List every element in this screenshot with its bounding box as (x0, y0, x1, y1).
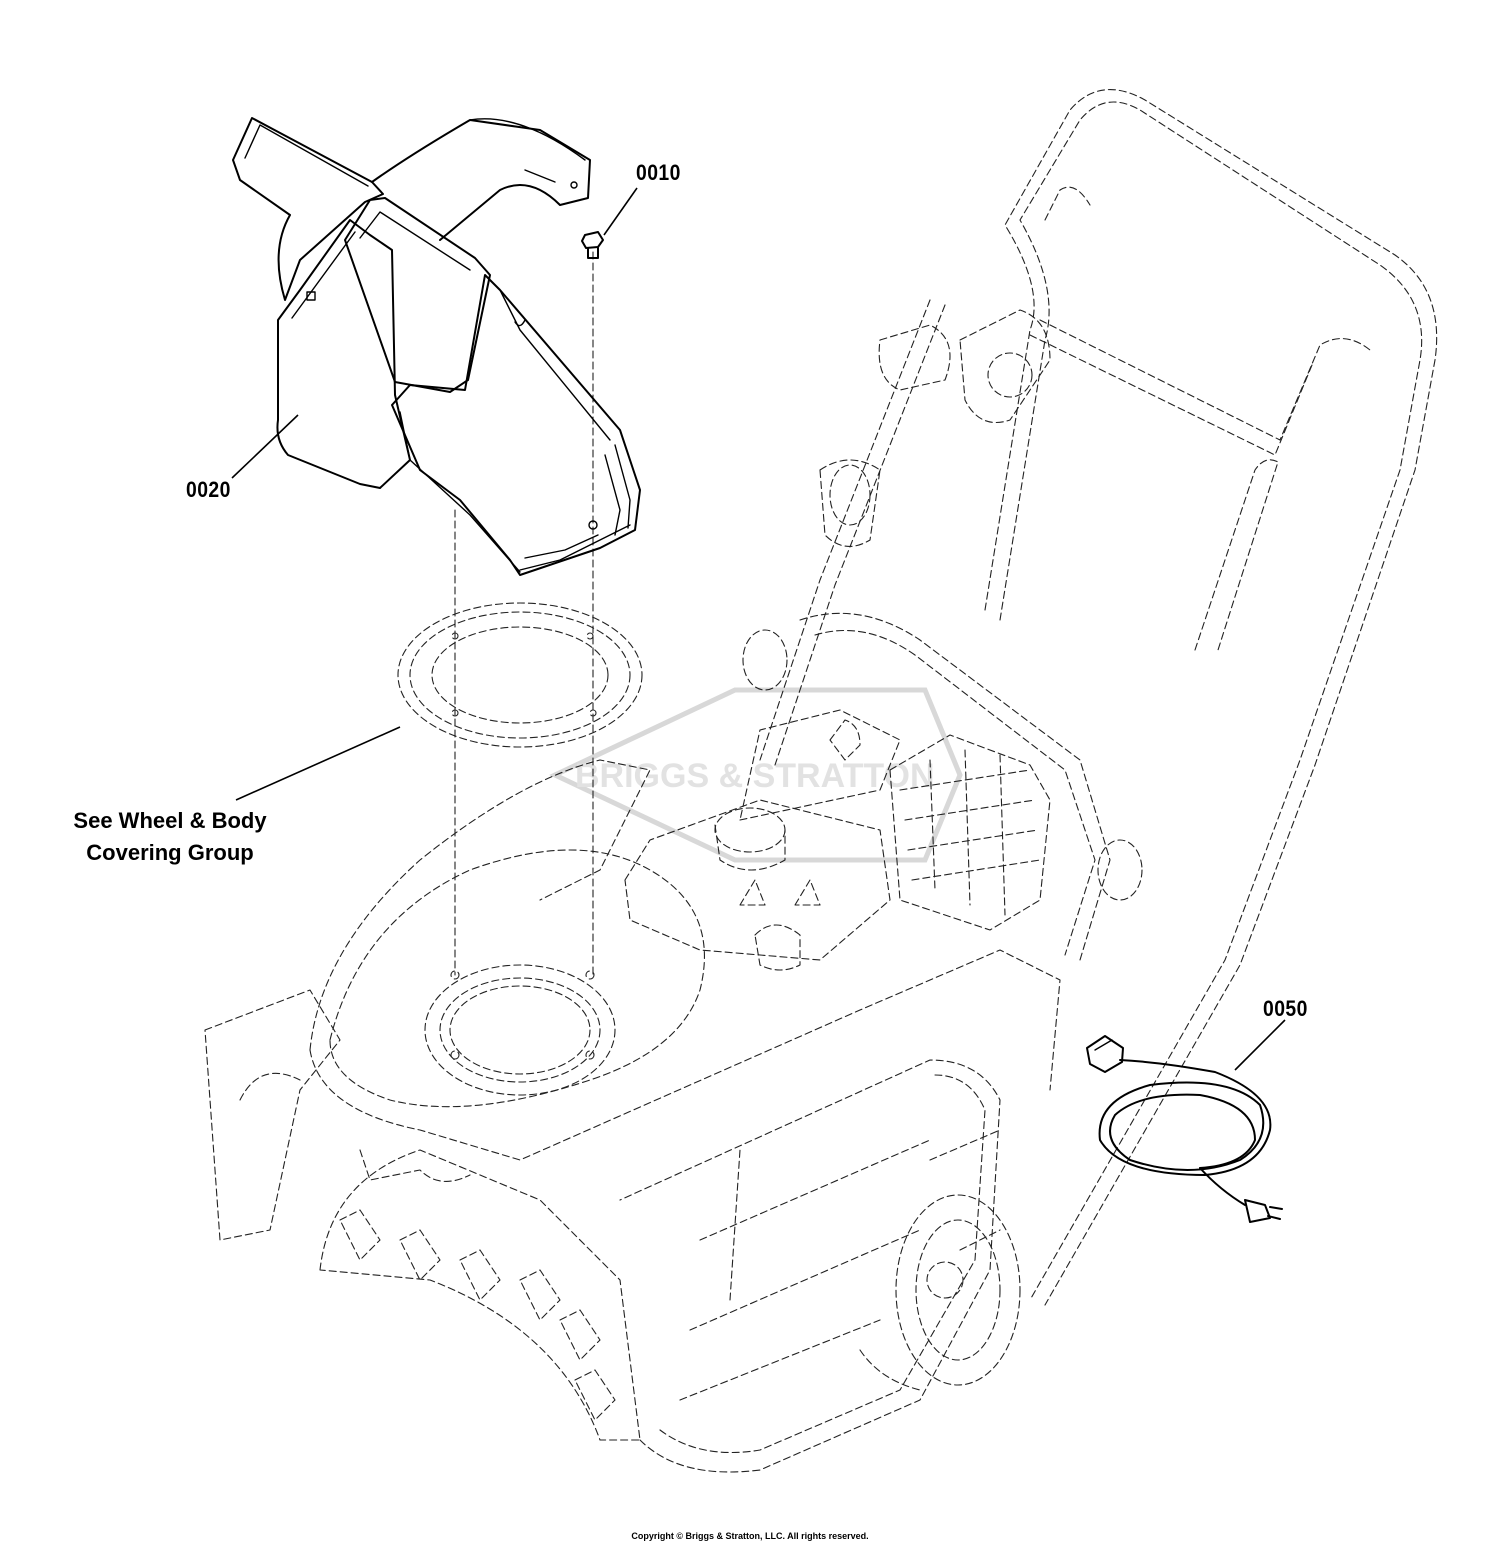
leader-0010 (603, 187, 638, 236)
alignment-lines (454, 251, 594, 976)
chute-ring (397, 602, 643, 748)
extension-cord (1086, 1035, 1283, 1223)
watermark-text: BRIGGS & STRATTON (575, 757, 935, 795)
leader-0020 (231, 414, 299, 479)
callout-0010: 0010 (636, 160, 681, 185)
handle-assembly (729, 89, 1438, 1306)
screw (581, 231, 604, 259)
watermark-logo: BRIGGS & STRATTON (549, 687, 963, 863)
leader-lines (231, 187, 1286, 1071)
callout-0050: 0050 (1263, 996, 1308, 1021)
discharge-chute (232, 117, 641, 576)
reference-note: See Wheel & Body Covering Group (50, 805, 290, 869)
reference-note-line1: See Wheel & Body (73, 808, 267, 833)
leader-0050 (1234, 1019, 1286, 1071)
copyright-notice: Copyright © Briggs & Stratton, LLC. All … (631, 1531, 869, 1541)
callout-0020: 0020 (186, 477, 231, 502)
reference-note-line2: Covering Group (86, 840, 254, 865)
engine-assembly (624, 709, 1051, 971)
chute-opening (424, 964, 616, 1096)
leader-reference-note (235, 726, 401, 801)
body-housing (204, 759, 1061, 1473)
